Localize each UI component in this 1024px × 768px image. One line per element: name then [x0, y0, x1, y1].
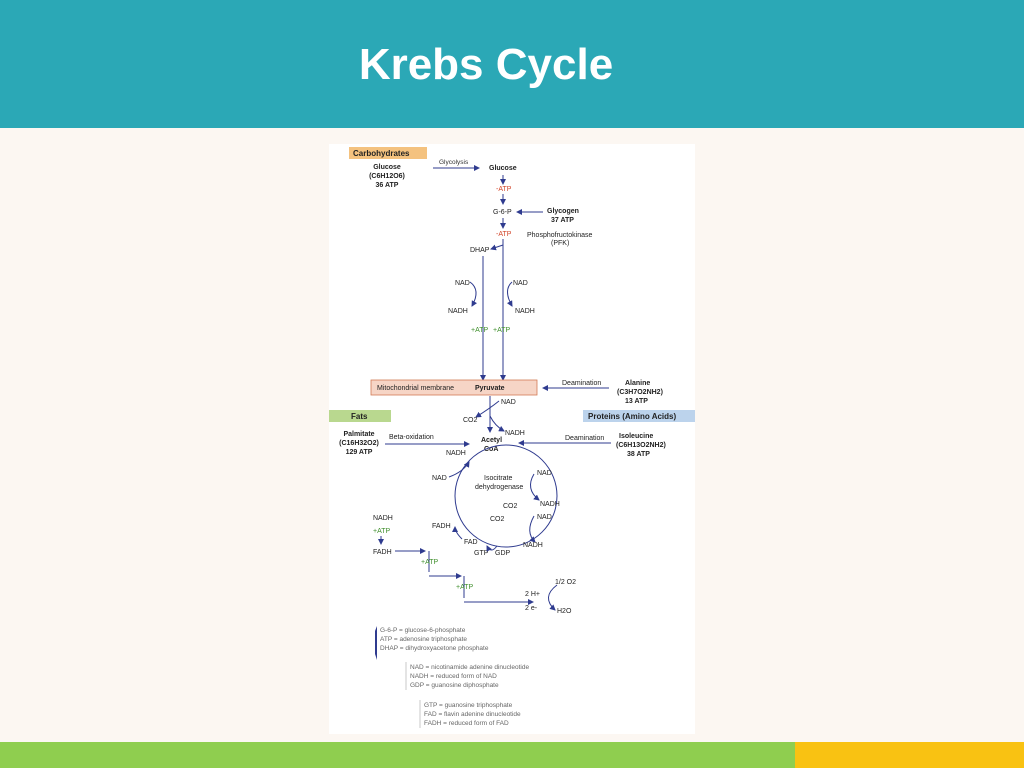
etc-plus-atp-2: +ATP — [421, 559, 439, 566]
etc-plus-atp-3: +ATP — [456, 584, 474, 591]
plus-atp-right: +ATP — [493, 327, 511, 334]
cycle-nad-right1-curve — [529, 473, 540, 501]
cycle-nadh-right1: NADH — [540, 501, 560, 508]
legend-3-line-2: FAD = flavin adenine dinucleotide — [424, 711, 521, 718]
glycolysis-label: Glycolysis — [439, 159, 469, 166]
membrane-band — [370, 379, 538, 396]
cycle-nad-left-curve — [448, 461, 470, 478]
h2o-label: H2O — [557, 608, 572, 615]
two-h: 2 H+ — [525, 591, 540, 598]
isoleucine-name: Isoleucine — [619, 433, 653, 440]
krebs-cycle-ring — [454, 444, 558, 548]
proteins-box — [583, 410, 695, 422]
footer-bar-green — [0, 742, 795, 768]
legend-marker-1 — [375, 626, 377, 660]
g6p-label: G-6-P — [493, 209, 512, 216]
etc-nadh: NADH — [373, 515, 393, 522]
glycogen-atp: 37 ATP — [551, 217, 574, 224]
nad-left-curve — [469, 281, 478, 307]
footer-bar-yellow — [795, 742, 1024, 768]
co2-1: CO2 — [463, 417, 478, 424]
slide-title: Krebs Cycle — [358, 40, 614, 89]
fats-box — [329, 410, 391, 422]
diagram-canvas: Carbohydrates Glucose (C6H12O6) 36 ATP G… — [329, 147, 695, 728]
acetyl-line1: Acetyl — [481, 437, 502, 444]
krebs-cycle-diagram: Carbohydrates Glucose (C6H12O6) 36 ATP G… — [329, 144, 695, 734]
fad-curve — [452, 526, 463, 540]
alanine-name: Alanine — [625, 380, 650, 387]
pyruvate-label: Pyruvate — [475, 385, 505, 392]
nad-left: NAD — [455, 280, 470, 287]
glucose-atp: 36 ATP — [376, 182, 399, 189]
carbohydrates-header: Carbohydrates — [353, 149, 410, 158]
nad-right-curve — [506, 281, 513, 307]
legend-1-line-1: G-6-P = glucose-6-phosphate — [380, 627, 466, 634]
palmitate-formula: (C16H32O2) — [339, 440, 379, 447]
palmitate-name: Palmitate — [343, 431, 374, 438]
nad-right: NAD — [513, 280, 528, 287]
alanine-atp: 13 ATP — [625, 398, 648, 405]
palmitate-atp: 129 ATP — [346, 449, 373, 456]
pfk-line1: Phosphofructokinase — [527, 232, 592, 239]
pyr-co2-curve — [475, 400, 500, 418]
legend-2-line-2: NADH = reduced form of NAD — [410, 673, 497, 680]
minus-atp-1: -ATP — [496, 186, 512, 193]
dhap-label: DHAP — [470, 247, 490, 254]
cycle-nadh-right2: NADH — [523, 542, 543, 549]
etc-fadh: FADH — [373, 549, 392, 556]
glucose-name: Glucose — [373, 164, 401, 171]
cycle-nadh-top: NADH — [446, 450, 466, 457]
cycle-nad-right2-curve — [529, 515, 536, 543]
deamination-2: Deamination — [565, 435, 604, 442]
minus-atp-2: -ATP — [496, 231, 512, 238]
nadh-left: NADH — [448, 308, 468, 315]
acetyl-line2: CoA — [484, 446, 498, 453]
cycle-nad-right2: NAD — [537, 514, 552, 521]
co2-2: CO2 — [503, 503, 518, 510]
cycle-nad-left: NAD — [432, 475, 447, 482]
glucose-label: Glucose — [489, 165, 517, 172]
fad-label: FAD — [464, 539, 478, 546]
oxygen-curve — [548, 584, 558, 611]
plus-atp-left: +ATP — [471, 327, 489, 334]
cycle-nad-right1: NAD — [537, 470, 552, 477]
half-o2: 1/2 O2 — [555, 579, 576, 586]
glucose-formula: (C6H12O6) — [369, 173, 405, 180]
carbohydrates-box — [349, 147, 427, 159]
proteins-header: Proteins (Amino Acids) — [588, 412, 676, 421]
pfk-line2: (PFK) — [551, 240, 569, 247]
pyruvate-nad: NAD — [501, 399, 516, 406]
co2-3: CO2 — [490, 516, 505, 523]
title-bar: Krebs Cycle — [0, 0, 1024, 128]
arrow-to-dhap — [490, 244, 504, 251]
isoleucine-formula: (C6H13O2NH2) — [616, 442, 666, 449]
isoleucine-atp: 38 ATP — [627, 451, 650, 458]
gdp-label: GDP — [495, 550, 511, 557]
membrane-label: Mitochondrial membrane — [377, 385, 454, 392]
alanine-formula: (C3H7O2NH2) — [617, 389, 663, 396]
legend-2-line-3: GDP = guanosine diphosphate — [410, 682, 499, 689]
legend-3-line-1: GTP = guanosine triphosphate — [424, 702, 513, 709]
isocitrate-line1: Isocitrate — [484, 475, 513, 482]
legend-1-line-3: DHAP = dihydroxyacetone phosphate — [380, 645, 489, 652]
deamination-1: Deamination — [562, 380, 601, 387]
legend-2-line-1: NAD = nicotinamide adenine dinucleotide — [410, 664, 529, 671]
glycogen-name: Glycogen — [547, 208, 579, 215]
fadh-cycle: FADH — [432, 523, 451, 530]
fats-header: Fats — [351, 412, 368, 421]
gdp-gtp-curve — [486, 545, 498, 552]
pyruvate-nadh: NADH — [505, 430, 525, 437]
legend-3-line-3: FADH = reduced form of FAD — [424, 720, 509, 727]
gtp-label: GTP — [474, 550, 489, 557]
pyr-nadh-curve — [489, 415, 505, 432]
two-e: 2 e- — [525, 605, 538, 612]
nadh-right: NADH — [515, 308, 535, 315]
isocitrate-line2: dehydrogenase — [475, 484, 523, 491]
beta-oxidation-label: Beta-oxidation — [389, 434, 434, 441]
etc-plus-atp-1: +ATP — [373, 528, 391, 535]
legend-1-line-2: ATP = adenosine triphosphate — [380, 636, 467, 643]
